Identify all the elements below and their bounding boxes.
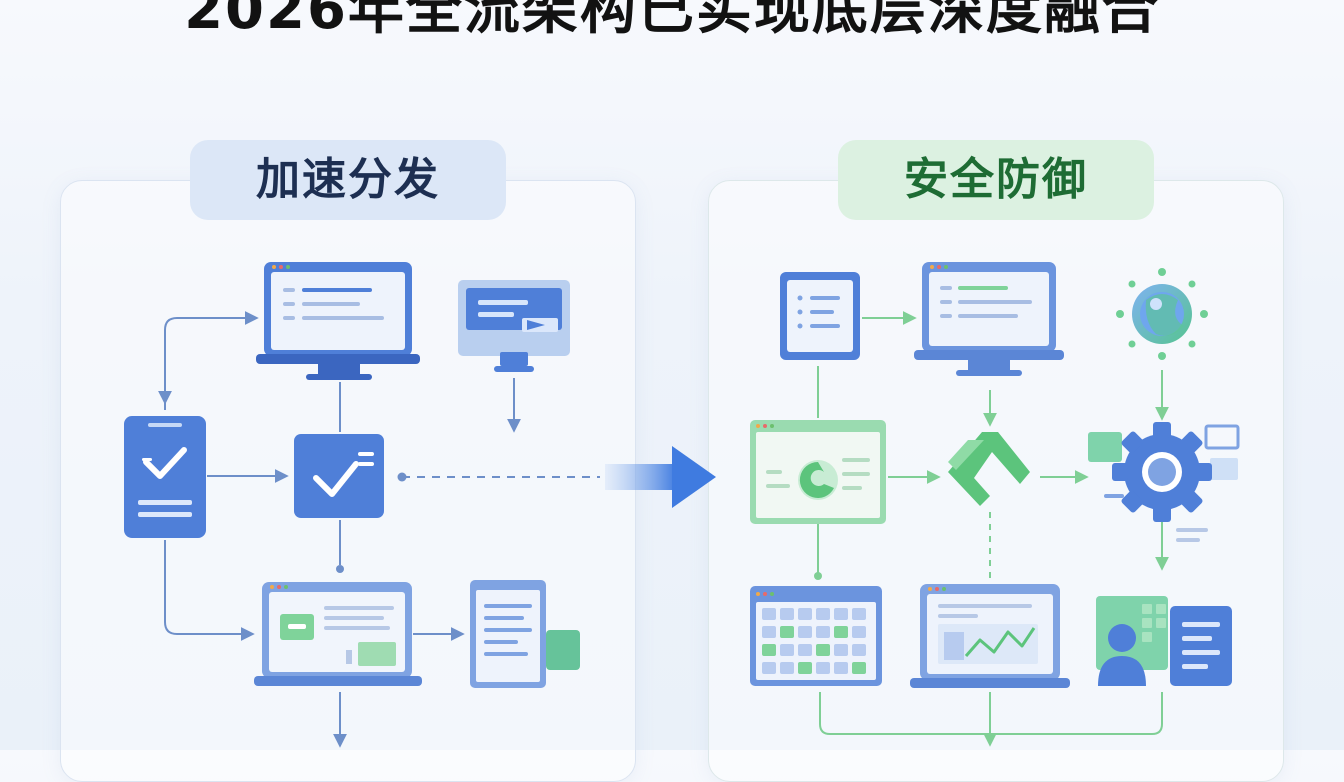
laptop-icon: [256, 262, 420, 380]
document-icon: [470, 580, 580, 688]
left-connectors: [158, 311, 600, 748]
analytics-laptop-icon: [910, 584, 1070, 688]
connector-arrow: [164, 540, 255, 641]
connector-arrow: [164, 311, 259, 410]
junction-dot: [336, 565, 344, 573]
page-title: 2026年全流架构已实现底层深度融合: [184, 0, 1160, 42]
calendar-icon: [750, 586, 882, 686]
architecture-diagram: [124, 262, 1240, 748]
security-defense-label: 安全防御: [838, 140, 1154, 220]
browser-window-icon: [750, 420, 886, 524]
accelerated-distribution-label: 加速分发: [190, 140, 506, 220]
monitor-icon: [458, 280, 570, 372]
flow-arrow-icon: [605, 446, 716, 508]
user-profile-icon: [1096, 596, 1232, 686]
laptop-icon: [914, 262, 1064, 376]
junction-dot: [814, 572, 822, 580]
globe-icon: [1116, 268, 1208, 360]
right-connectors: [817, 311, 1169, 747]
mobile-check-icon: [124, 416, 206, 538]
gear-icon: [1088, 422, 1240, 542]
verification-check-icon: [294, 434, 384, 518]
laptop-icon: [254, 582, 422, 686]
tablet-icon: [780, 272, 860, 360]
routing-icon: [948, 432, 1030, 506]
junction-dot: [397, 472, 407, 482]
